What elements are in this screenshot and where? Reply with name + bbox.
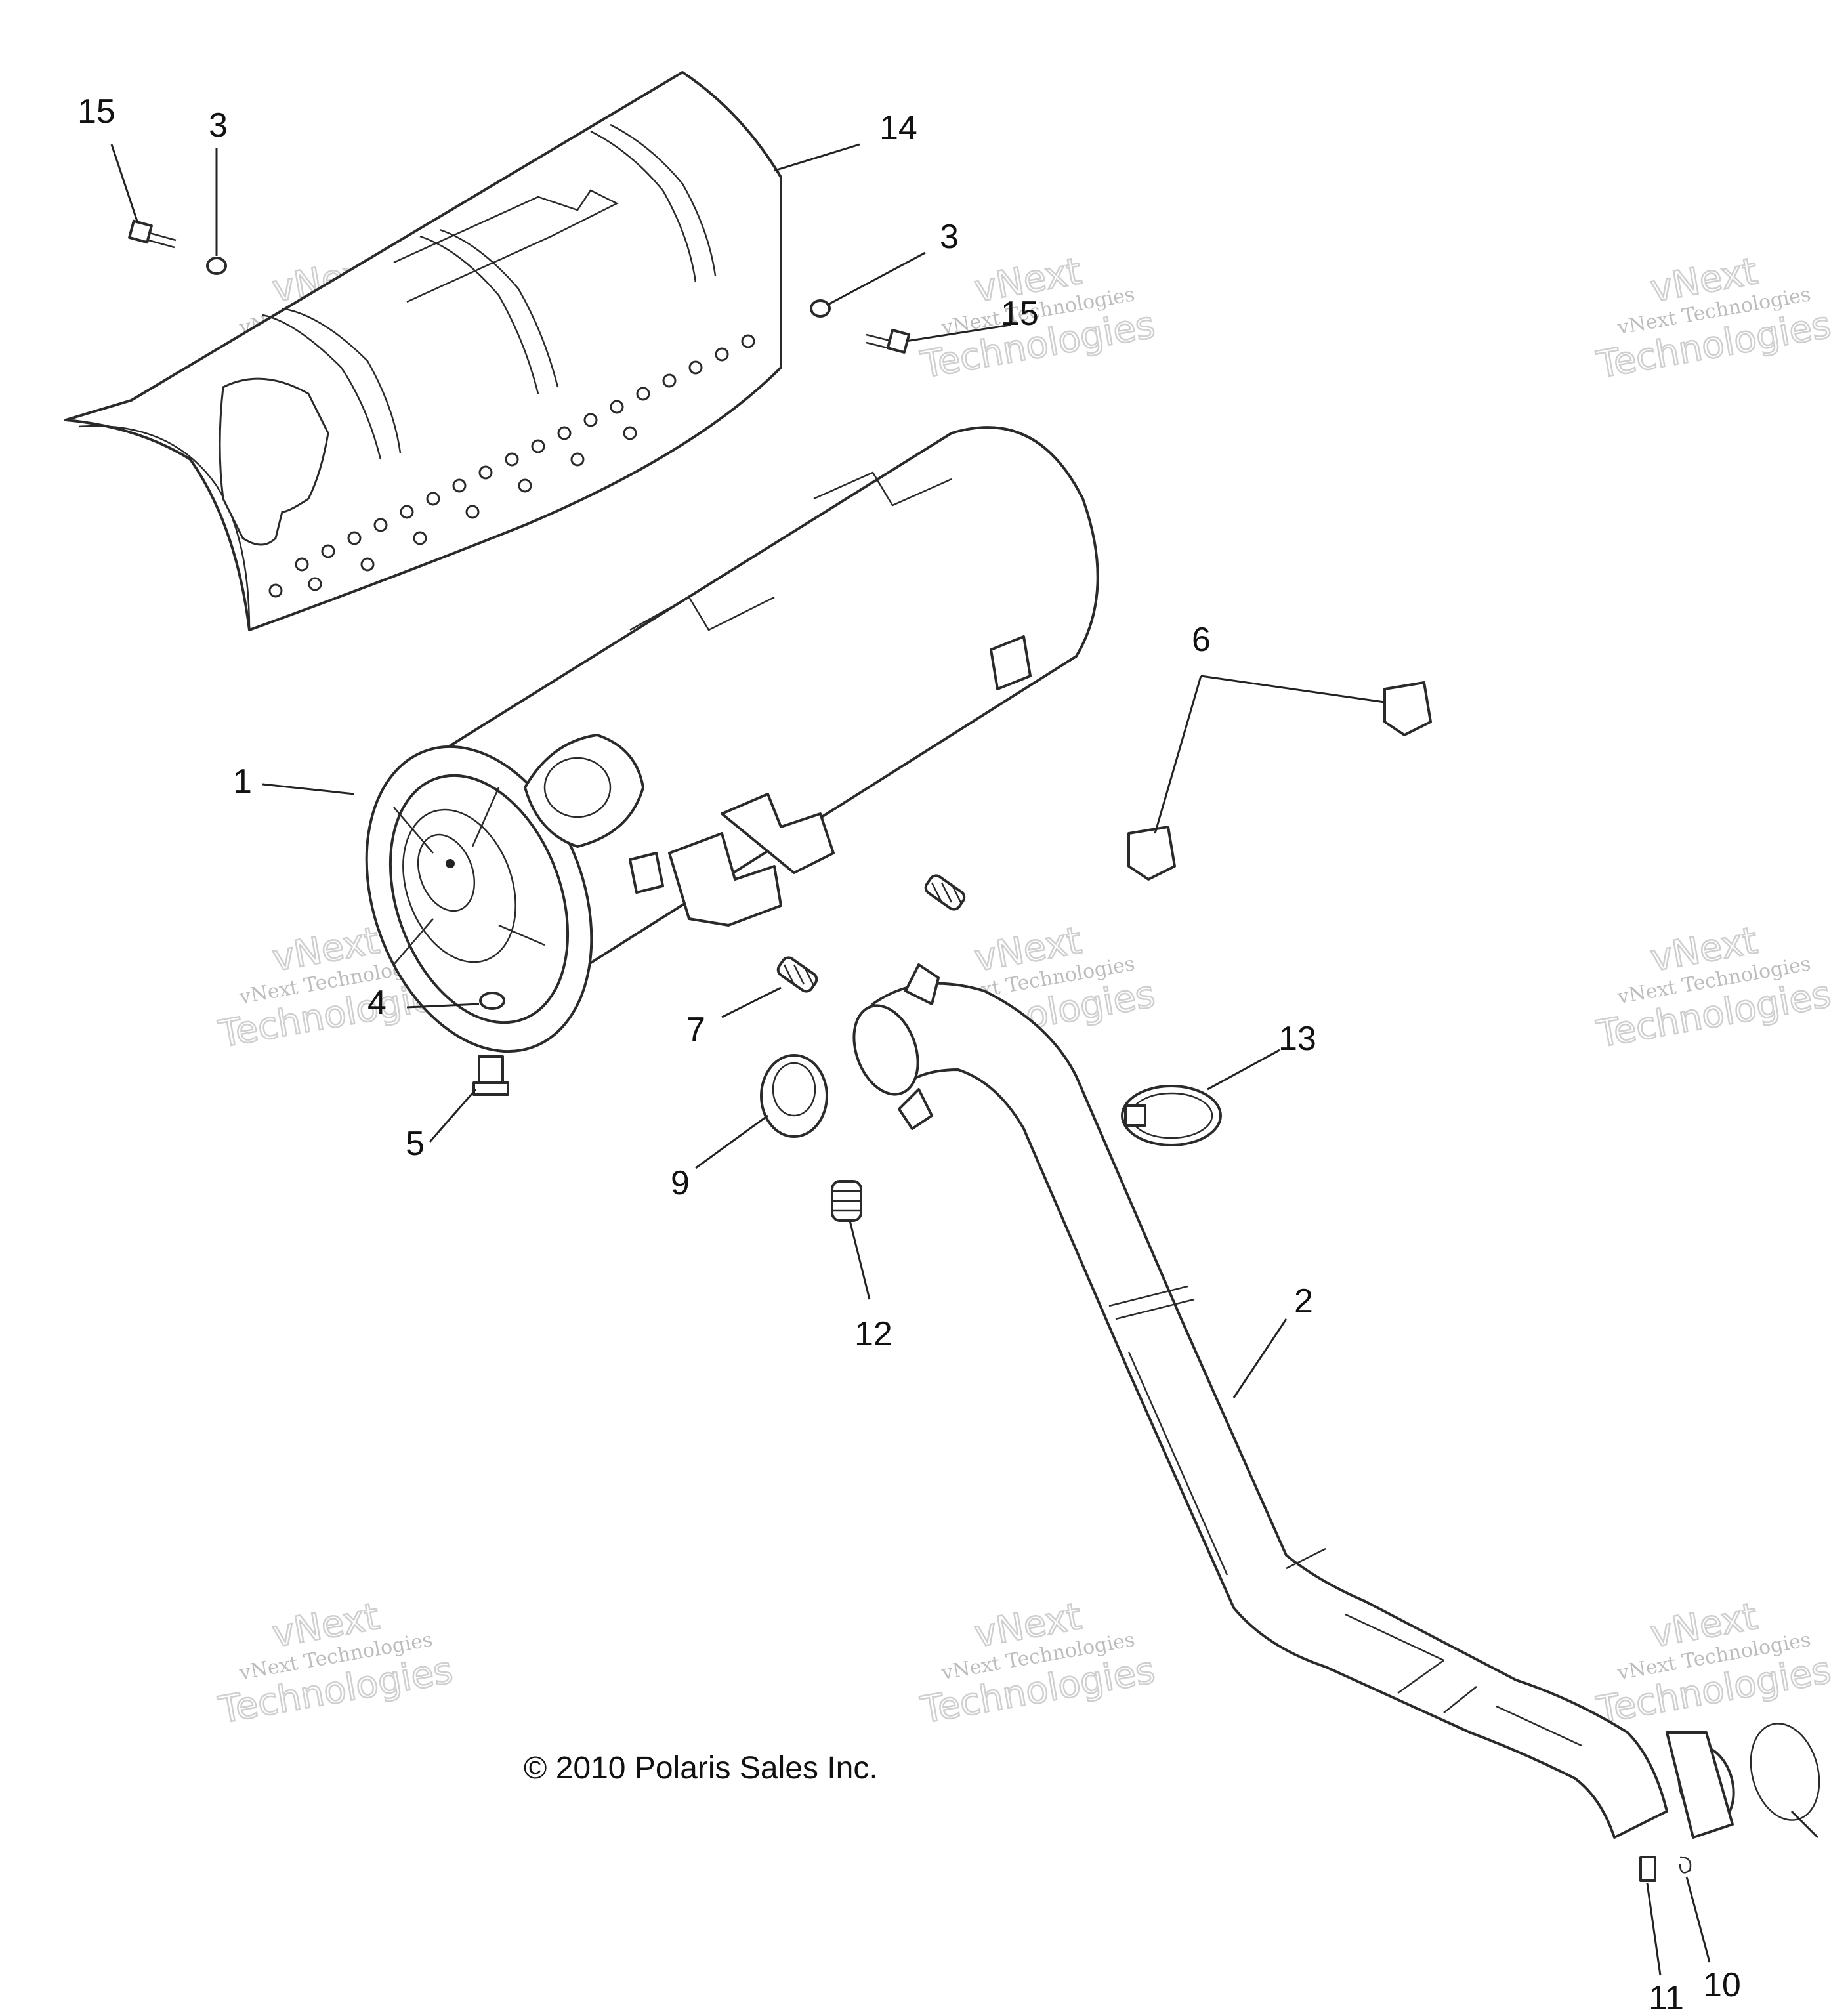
- heat-shield-vent-holes: [268, 334, 755, 598]
- washer-4-part: [479, 992, 505, 1010]
- hardware-parts: [128, 219, 1692, 1882]
- callout-15: 15: [1001, 295, 1039, 333]
- callout-labels: 15 3 14 3 15 1 6 4 7 5 13 9 12 2 11 10: [77, 93, 1741, 2016]
- spring-7a-part: [776, 956, 818, 993]
- callout-3: 3: [940, 218, 959, 256]
- clamp-13-part: [1121, 1085, 1222, 1146]
- spring-12-part: [831, 1180, 862, 1222]
- bolt-15a-part: [128, 219, 177, 249]
- callout-9: 9: [671, 1164, 690, 1202]
- callout-10: 10: [1703, 1966, 1741, 2004]
- callout-12: 12: [854, 1315, 892, 1353]
- seal-9-part: [760, 1054, 828, 1138]
- callout-15: 15: [77, 93, 116, 131]
- spring-7b-part: [924, 874, 966, 911]
- callout-13: 13: [1278, 1020, 1316, 1058]
- copyright-text: © 2010 Polaris Sales Inc.: [524, 1751, 878, 1786]
- callout-14: 14: [879, 109, 917, 147]
- callout-4: 4: [368, 984, 387, 1022]
- nut-11-part: [1639, 1856, 1656, 1882]
- drain-plug-5-part: [472, 1055, 509, 1096]
- washer-3b-part: [810, 299, 831, 318]
- leader-lines: [110, 143, 1819, 1976]
- bolt-15b-part: [866, 329, 911, 354]
- washer-3a-part: [206, 257, 227, 275]
- grommet-6b-part: [1127, 826, 1176, 881]
- watermark: vNext vNext Technologies Technologies: [1593, 1595, 1835, 1733]
- grommet-6a-part: [1383, 681, 1432, 736]
- clip-10-part: [1679, 1856, 1692, 1874]
- watermark: vNext vNext Technologies Technologies: [917, 1595, 1159, 1733]
- exhaust-pipe-part: [852, 963, 1820, 1839]
- watermark: vNext vNext Technologies Technologies: [1593, 249, 1835, 388]
- callout-2: 2: [1294, 1282, 1313, 1320]
- callout-7: 7: [686, 1011, 705, 1049]
- watermark: vNext vNext Technologies Technologies: [1593, 919, 1835, 1057]
- callout-3: 3: [209, 106, 228, 144]
- callout-6: 6: [1192, 621, 1211, 659]
- callout-1: 1: [233, 763, 252, 801]
- callout-11: 11: [1648, 1979, 1684, 2016]
- callout-5: 5: [406, 1125, 425, 1163]
- watermark: vNext vNext Technologies Technologies: [215, 1595, 457, 1733]
- heat-shield-part: [64, 71, 782, 631]
- muffler-part: [365, 426, 1099, 1053]
